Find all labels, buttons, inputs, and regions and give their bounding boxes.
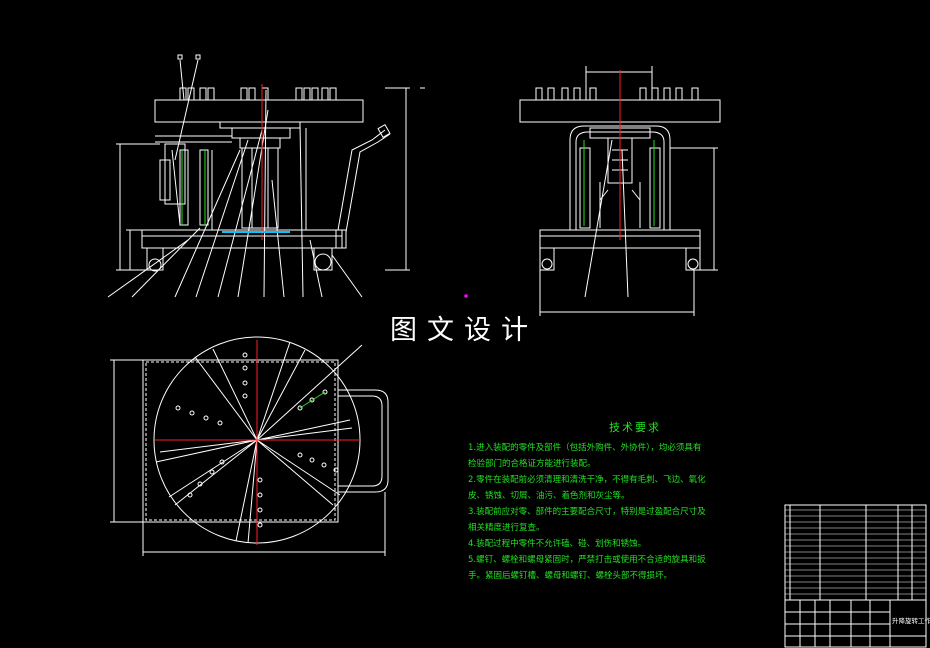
center-lines [155, 70, 621, 545]
note-line: 相关精度进行复查。 [468, 523, 545, 533]
front-view [116, 87, 425, 272]
plan-bolt-holes [175, 352, 339, 528]
note-line: 手。紧固后螺钉槽、螺母和螺钉、螺栓头部不得损坏。 [468, 571, 673, 581]
title-block-name: 升降旋转工作台 [892, 617, 930, 625]
plan-t-slots [155, 341, 353, 544]
side-clamp-blocks [535, 87, 699, 101]
front-clamp-blocks [179, 87, 337, 101]
plan-base-frame [142, 359, 339, 523]
watermark-title: 图文设计 [390, 315, 538, 346]
note-line: 3.装配前应对零、部件的主要配合尺寸，特别是过盈配合尺寸及 [468, 507, 706, 517]
front-leaders [107, 54, 363, 298]
plan-view [110, 336, 389, 556]
note-line: 皮、锈蚀、切屑、油污、着色剂和灰尘等。 [468, 491, 630, 501]
technical-requirements: 技术要求 1.进入装配的零件及部件（包括外购件、外协件），均必须具有 检验部门的… [468, 420, 768, 585]
note-line: 5.螺钉、螺栓和螺母紧固时，严禁打击或使用不合适的旋具和扳 [468, 555, 706, 565]
magenta-marker [464, 294, 468, 298]
green-accents [181, 140, 655, 409]
note-line: 检验部门的合格证方能进行装配。 [468, 459, 596, 469]
note-line: 1.进入装配的零件及部件（包括外购件、外协件），均必须具有 [468, 443, 702, 453]
plan-handle [338, 389, 389, 493]
notes-title: 技术要求 [609, 421, 661, 434]
note-line: 4.装配过程中零件不允许磕、碰、划伤和锈蚀。 [468, 539, 647, 549]
note-line: 2.零件在装配前必须清理和清洗干净，不得有毛刺、飞边、氧化 [468, 475, 706, 485]
